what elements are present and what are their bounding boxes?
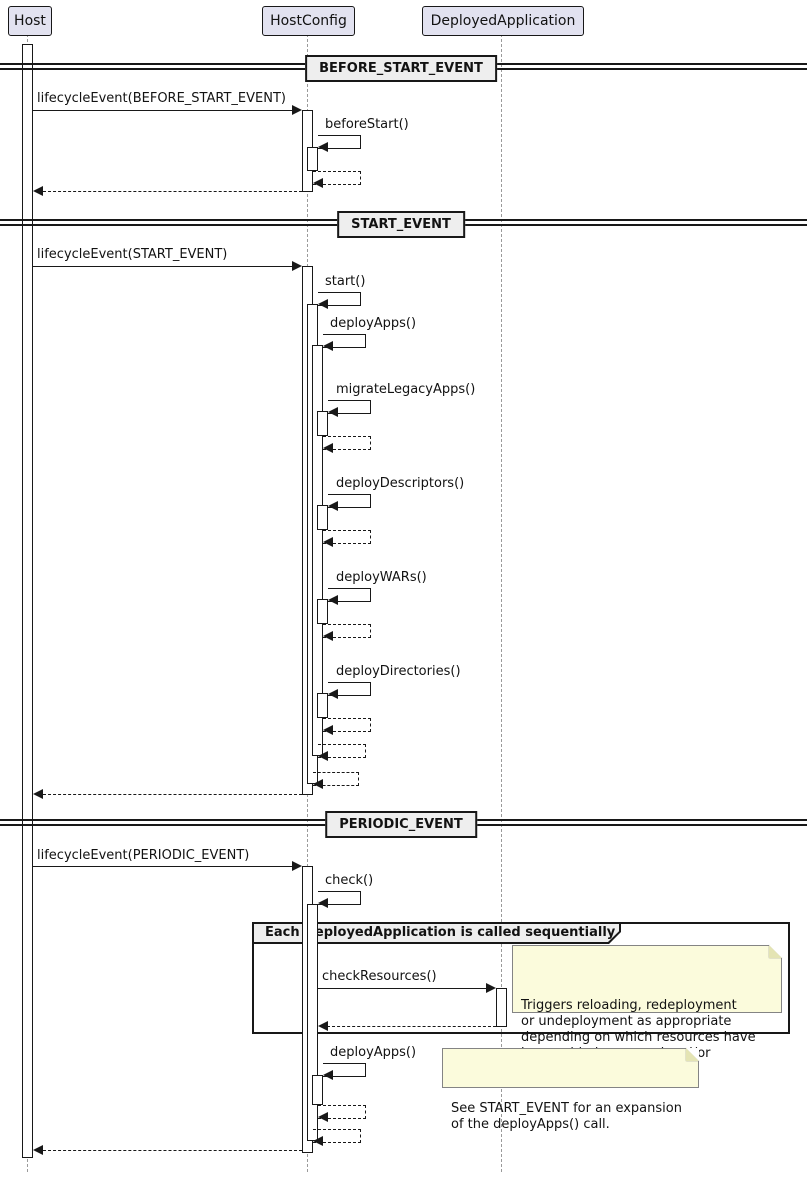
self-call-deployapps [323,334,366,348]
divider-label-start-event: START_EVENT [337,211,465,238]
message-label-checkresources: checkResources() [322,969,437,984]
self-call-deployapps-periodic [323,1063,366,1077]
activation-bar-host [22,44,33,1158]
message-label-lifecycle-start: lifecycleEvent(START_EVENT) [37,247,228,262]
self-return-migratelegacyapps [323,436,371,450]
arrowhead-left-icon [313,779,323,789]
arrowhead-left-icon [323,631,333,641]
self-return-check [313,1129,361,1143]
arrowhead-left-icon [313,178,323,188]
self-return-deploydescriptors [323,530,371,544]
return-arrow-before [43,191,302,192]
arrowhead-left-icon [328,407,338,417]
participant-hostconfig-label: HostConfig [270,13,347,29]
arrowhead-left-icon [323,537,333,547]
self-return-beforestart [313,171,361,185]
participant-hostconfig: HostConfig [262,6,355,36]
arrowhead-left-icon [328,689,338,699]
activation-bar-beforestart [307,147,318,171]
message-arrow-lifecycle-periodic [33,866,292,867]
note-deployapps: See START_EVENT for an expansion of the … [442,1048,699,1132]
note-deployapps-text: See START_EVENT for an expansion of the … [451,1101,682,1132]
message-label-deploywars: deployWARs() [336,570,427,585]
message-label-lifecycle-before: lifecycleEvent(BEFORE_START_EVENT) [37,91,286,106]
message-arrow-lifecycle-start [33,266,292,267]
arrowhead-left-icon [323,443,333,453]
message-label-check: check() [325,873,374,888]
activation-bar-deployapps [312,345,323,756]
arrowhead-right-icon [486,983,496,993]
arrowhead-left-icon [328,501,338,511]
group-header: Each DeployedApplication is called seque… [254,924,621,944]
self-call-start [318,292,361,306]
activation-bar-migratelegacyapps [317,411,328,436]
self-return-deploywars [323,624,371,638]
self-call-check [318,891,361,905]
self-call-deploydescriptors [328,494,371,508]
lifeline-deployedapplication [501,34,502,1172]
message-label-deploydirectories: deployDirectories() [336,664,461,679]
arrowhead-right-icon [292,261,302,271]
divider-label-periodic-event: PERIODIC_EVENT [325,811,477,838]
arrowhead-right-icon [292,861,302,871]
participant-host-label: Host [14,13,46,29]
group-box-sequential: Each DeployedApplication is called seque… [252,922,790,1034]
self-return-deployapps [318,744,366,758]
return-arrow-checkresources [327,1026,496,1027]
activation-bar-deployapps-periodic [312,1075,323,1105]
divider-label-before-start-event: BEFORE_START_EVENT [305,55,497,82]
message-arrow-checkresources [318,988,486,989]
activation-bar-check [307,904,318,1141]
participant-deployedapplication-label: DeployedApplication [430,13,576,29]
arrowhead-left-icon [33,1145,43,1155]
self-return-start [313,772,359,786]
self-call-beforestart [318,135,361,149]
message-label-lifecycle-periodic: lifecycleEvent(PERIODIC_EVENT) [37,848,250,863]
arrowhead-right-icon [292,105,302,115]
arrowhead-left-icon [323,1070,333,1080]
self-call-migratelegacyapps [328,400,371,414]
self-return-deployapps-periodic [318,1105,366,1119]
participant-deployedapplication: DeployedApplication [422,6,584,36]
activation-bar-deploydirectories [317,693,328,718]
activation-bar-deployedapplication [496,988,507,1027]
self-call-deploydirectories [328,682,371,696]
arrowhead-left-icon [318,142,328,152]
message-label-deployapps-periodic: deployApps() [330,1045,417,1060]
group-header-label: Each DeployedApplication is called seque… [254,924,619,942]
arrowhead-left-icon [318,299,328,309]
message-label-deployapps: deployApps() [330,316,417,331]
note-fold-cut-icon [769,945,782,958]
arrowhead-left-icon [33,186,43,196]
arrowhead-left-icon [323,725,333,735]
message-label-beforestart: beforeStart() [325,117,409,132]
activation-bar-deploywars [317,599,328,624]
return-arrow-start [43,794,302,795]
self-return-deploydirectories [323,718,371,732]
message-label-deploydescriptors: deployDescriptors() [336,476,465,491]
arrowhead-left-icon [318,751,328,761]
arrowhead-left-icon [318,1112,328,1122]
arrowhead-left-icon [328,595,338,605]
message-arrow-lifecycle-before [33,110,292,111]
return-arrow-periodic [43,1150,302,1151]
message-label-migratelegacyapps: migrateLegacyApps() [336,382,476,397]
arrowhead-left-icon [33,789,43,799]
arrowhead-left-icon [313,1136,323,1146]
note-fold-cut-icon [686,1048,699,1061]
note-checkresources: Triggers reloading, redeployment or unde… [512,945,782,1077]
participant-host: Host [8,6,52,36]
arrowhead-left-icon [318,1021,328,1031]
message-label-start: start() [325,274,366,289]
arrowhead-left-icon [318,898,328,908]
activation-bar-deploydescriptors [317,505,328,530]
arrowhead-left-icon [323,341,333,351]
self-call-deploywars [328,588,371,602]
